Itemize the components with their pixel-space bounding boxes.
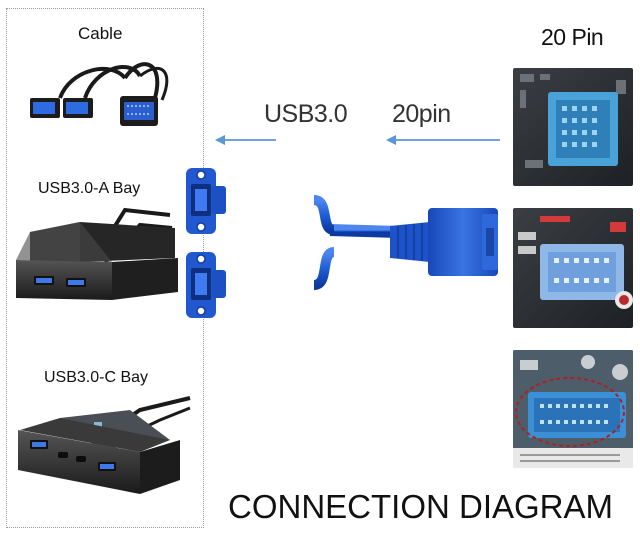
motherboard-header-icon [513,350,633,468]
motherboard-header-icon [513,208,633,328]
a-bay-product-image [16,207,178,300]
usb30-label: USB3.0 [264,100,348,128]
pin-header-label: 20 Pin [541,24,604,50]
diagram-title: CONNECTION DIAGRAM [228,488,614,525]
main-cable-image [186,168,498,318]
arrow-left-icon [215,135,276,145]
a-bay-label: USB3.0-A Bay [38,180,141,197]
cable-product-image [30,62,169,126]
arrow-left-icon [386,135,500,145]
motherboard-header-icon [513,68,633,186]
pin20-label: 20pin [392,100,451,128]
c-bay-product-image [18,396,191,494]
c-bay-label: USB3.0-C Bay [44,369,149,386]
cable-label: Cable [78,24,123,43]
